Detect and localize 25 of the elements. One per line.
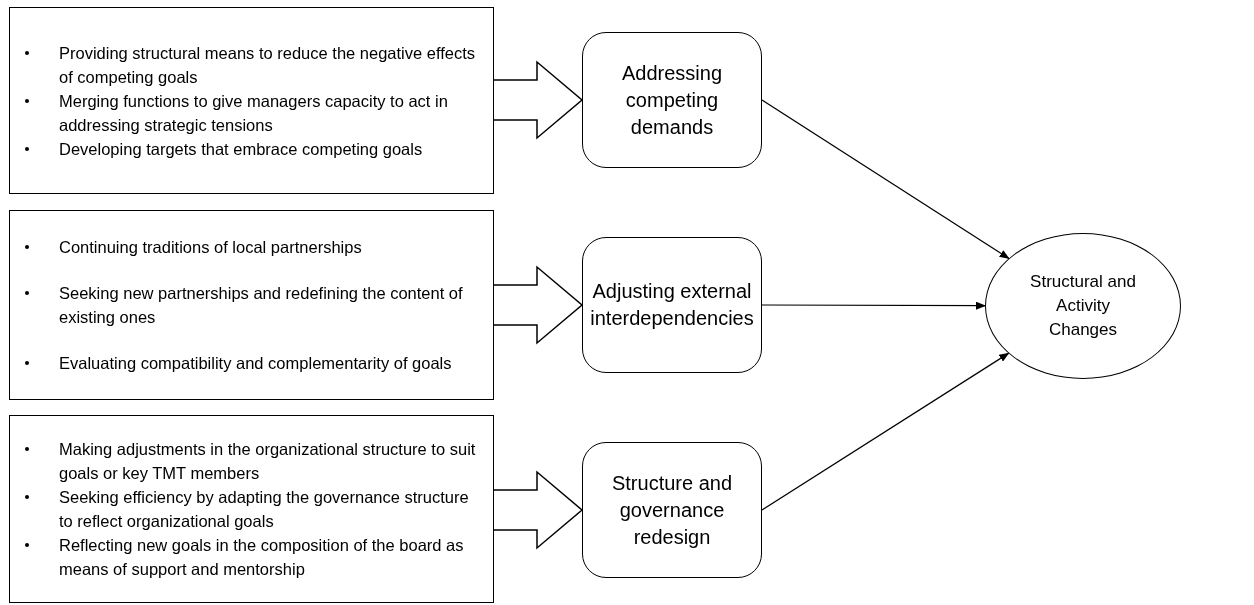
bullet-list-box [9,415,494,603]
block-arrow [493,470,584,550]
process-box [582,32,762,168]
arrow [761,301,986,310]
bullet-text: Developing targets that embrace competing goals [59,138,423,160]
block-arrow [493,265,584,345]
bullet-text: Continuing traditions of local partnerships [59,237,362,258]
node-label: Adjusting external interdependencies [590,279,754,331]
bullet-text: Seeking new partnerships and redefining the content of existing ones [59,283,464,328]
arrow [761,352,1010,511]
bullet-list-box [9,210,494,400]
arrow [761,99,1010,259]
bullet-text: Merging functions to give managers capacity to act in addressing strategic tensions [59,90,449,136]
node-label: Addressing competing demands [620,60,724,140]
bullet-text: Providing structural means to reduce the negative effects of competing goals [59,42,477,88]
node-label: Structure and governance redesign [610,470,734,550]
node-label: Structural and Activity Changes [1029,271,1137,341]
bullet-text: Reflecting new goals in the composition of the board as means of support and mentorship [59,535,465,580]
block-arrow [493,60,584,140]
bullet-text: Making adjustments in the organizational structure to suit goals or key TMT members [59,439,477,484]
process-box [582,442,762,578]
process-box [582,237,762,373]
bullet-text: Seeking efficiency by adapting the governance structure to reflect organizational goals [59,487,470,532]
bullet-list-box [9,7,494,194]
bullet-text: Evaluating compatibility and complementarity of goals [59,353,452,374]
